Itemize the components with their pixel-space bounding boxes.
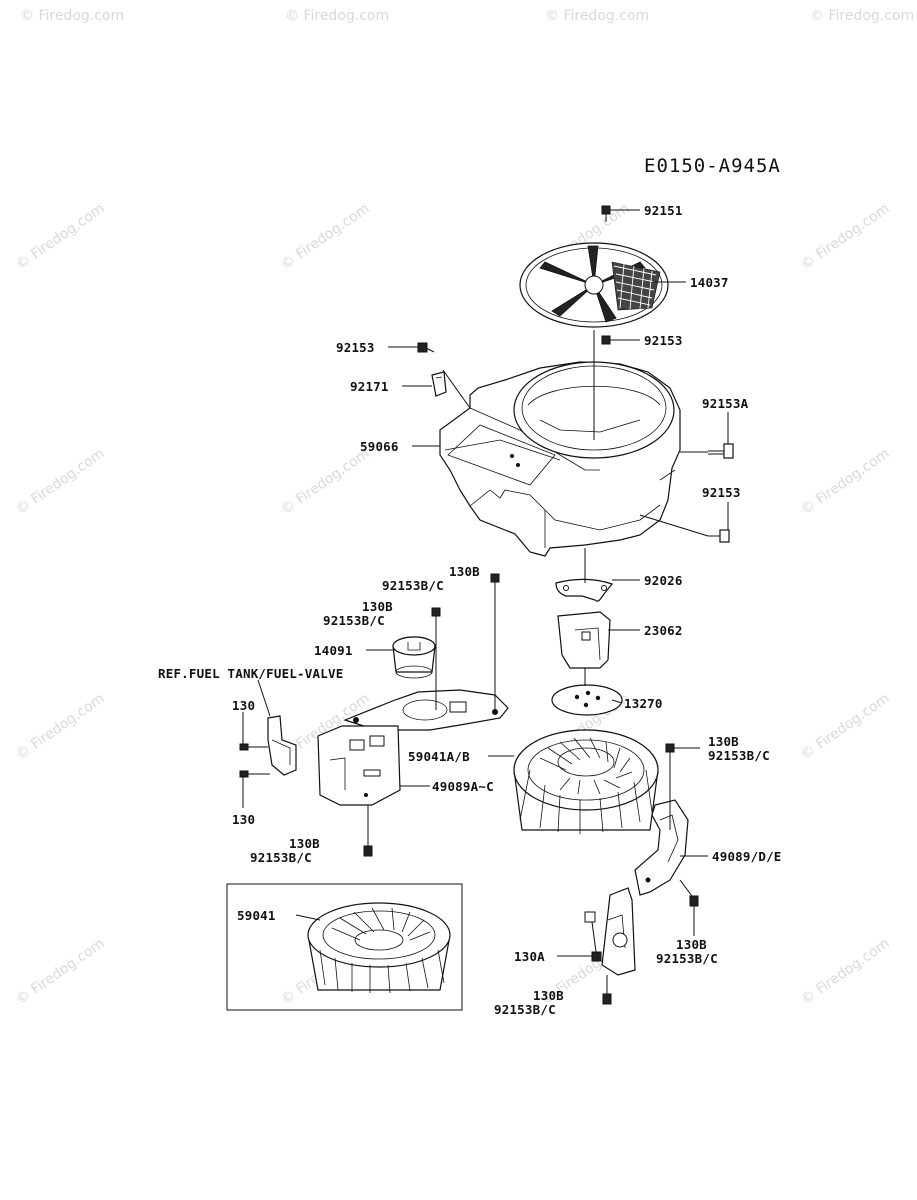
bolt-92153-screen: [601, 335, 611, 345]
inset-box-59041: [226, 883, 463, 1011]
watermark: © Firedog.com: [13, 200, 107, 273]
label-ref-fuel-tank: REF.FUEL TANK/FUEL-VALVE: [158, 666, 343, 681]
watermark: © Firedog.com: [810, 8, 914, 24]
label-92153BC: 92153B/C: [382, 578, 444, 593]
label-14037: 14037: [690, 275, 729, 290]
label-92153A: 92153A: [702, 396, 749, 411]
label-130A: 130A: [514, 949, 545, 964]
small-bolts: [363, 573, 699, 1005]
label-130: 130: [232, 812, 255, 827]
label-23062: 23062: [644, 623, 683, 638]
label-92153: 92153: [336, 340, 375, 355]
cooling-fan-59041AB: [513, 729, 659, 834]
label-59041: 59041: [237, 908, 276, 923]
clip-92171: [431, 371, 447, 397]
label-92151: 92151: [644, 203, 683, 218]
bolt-92153-left: [417, 342, 435, 353]
watermark: © Firedog.com: [798, 935, 892, 1008]
watermark: © Firedog.com: [13, 935, 107, 1008]
label-92153BC: 92153B/C: [323, 613, 385, 628]
label-92153: 92153: [702, 485, 741, 500]
watermark: © Firedog.com: [13, 445, 107, 518]
label-92153BC: 92153B/C: [494, 1002, 556, 1017]
leader-lines: [242, 209, 729, 994]
label-130B: 130B: [708, 734, 739, 749]
label-92153BC: 92153B/C: [656, 951, 718, 966]
label-130B: 130B: [449, 564, 480, 579]
label-92153BC: 92153B/C: [250, 850, 312, 865]
disk-13270: [551, 684, 623, 716]
blower-housing-59066: [439, 361, 681, 557]
label-130B: 130B: [533, 988, 564, 1003]
bolt-92153-mid: [708, 529, 730, 543]
watermark: © Firedog.com: [278, 445, 372, 518]
part-labels: 92151 14037 92153 92153 92171 59066 9215…: [158, 203, 782, 1017]
plate-92026: [555, 578, 613, 602]
watermark: © Firedog.com: [798, 200, 892, 273]
watermark: © Firedog.com: [278, 200, 372, 273]
label-59066: 59066: [360, 439, 399, 454]
bracket-23062: [557, 611, 611, 669]
cooling-fan-59041: [307, 902, 451, 994]
side-shroud-49089DE: [584, 799, 689, 976]
label-13270: 13270: [624, 696, 663, 711]
watermark: © Firedog.com: [798, 690, 892, 763]
label-14091: 14091: [314, 643, 353, 658]
watermark: © Firedog.com: [285, 8, 389, 24]
bolt-92153A: [708, 443, 734, 459]
label-92026: 92026: [644, 573, 683, 588]
left-bracket: [239, 715, 297, 778]
label-130: 130: [232, 698, 255, 713]
watermark: © Firedog.com: [20, 8, 124, 24]
cup-14091: [392, 636, 436, 679]
label-49089A-C: 49089A~C: [432, 779, 494, 794]
label-130B: 130B: [362, 599, 393, 614]
label-92153BC: 92153B/C: [708, 748, 770, 763]
label-130B: 130B: [676, 937, 707, 952]
watermark: © Firedog.com: [545, 8, 649, 24]
diagram-code: E0150-A945A: [644, 155, 781, 177]
air-guide-plate: [317, 689, 509, 806]
screen-mesh: [611, 261, 661, 311]
label-92171: 92171: [350, 379, 389, 394]
label-59041AB: 59041A/B: [408, 749, 470, 764]
watermark: © Firedog.com: [13, 690, 107, 763]
watermark: © Firedog.com: [798, 445, 892, 518]
label-49089DE: 49089/D/E: [712, 849, 782, 864]
label-130B: 130B: [289, 836, 320, 851]
label-92153: 92153: [644, 333, 683, 348]
rotating-screen-14037: [519, 242, 669, 328]
